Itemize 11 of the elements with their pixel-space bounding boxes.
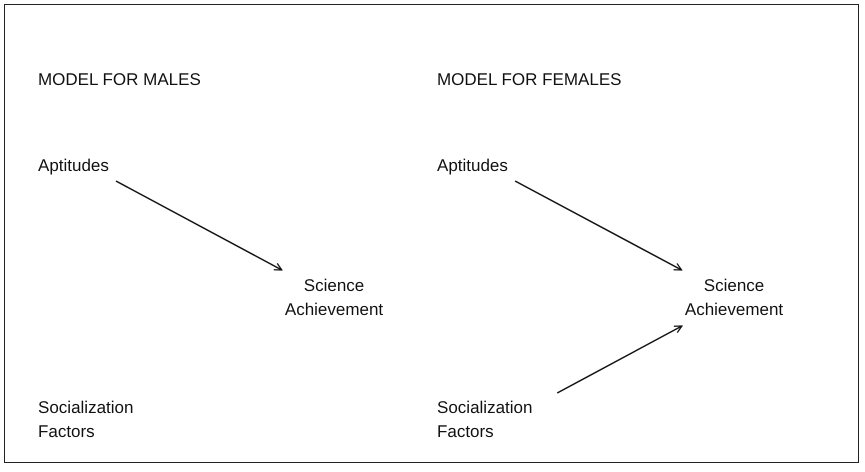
arrow (556, 325, 683, 394)
arrow (116, 180, 282, 271)
variable-label: Science Achievement (682, 274, 786, 322)
variable-label: Aptitudes (437, 154, 537, 178)
model-heading: MODEL FOR FEMALES (437, 70, 622, 90)
model-heading: MODEL FOR MALES (38, 70, 201, 90)
variable-label: Aptitudes (38, 154, 138, 178)
variable-label: Socialization Factors (437, 396, 577, 444)
arrow (514, 180, 682, 271)
variable-label: Science Achievement (282, 274, 386, 322)
variable-label: Socialization Factors (38, 396, 178, 444)
